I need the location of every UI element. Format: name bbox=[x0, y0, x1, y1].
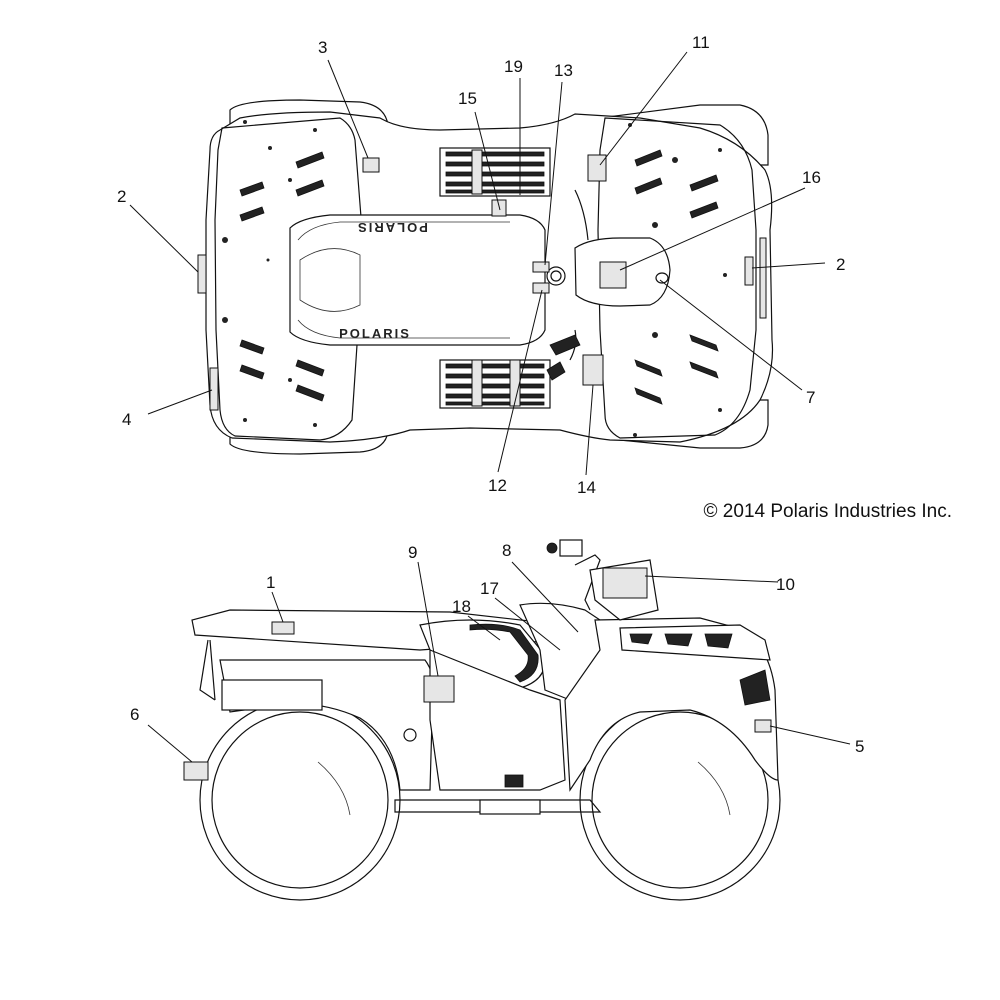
callout-15: 15 bbox=[458, 89, 477, 108]
callout-6: 6 bbox=[130, 705, 139, 724]
callout-10: 10 bbox=[776, 575, 795, 594]
callout-3: 3 bbox=[318, 38, 327, 57]
footrest-bottom bbox=[439, 359, 551, 409]
callout-5: 5 bbox=[855, 737, 864, 756]
callout-2-left: 2 bbox=[117, 187, 126, 206]
decal-3 bbox=[362, 157, 380, 173]
callout-17: 17 bbox=[480, 579, 499, 598]
decal-2-left bbox=[197, 254, 207, 294]
decal-1 bbox=[271, 621, 295, 635]
callout-1: 1 bbox=[266, 573, 275, 592]
callout-14: 14 bbox=[577, 478, 596, 497]
decal-4 bbox=[209, 367, 219, 411]
leader-lines bbox=[129, 51, 851, 763]
logo-text-upper: POLARIS bbox=[356, 220, 428, 235]
callout-7: 7 bbox=[806, 388, 815, 407]
decal-6 bbox=[183, 761, 209, 781]
decal-10 bbox=[602, 567, 648, 599]
decal-11 bbox=[587, 154, 607, 182]
callout-18: 18 bbox=[452, 597, 471, 616]
decal-2-right bbox=[744, 256, 754, 286]
callout-16: 16 bbox=[802, 168, 821, 187]
decal-13-a bbox=[532, 261, 550, 273]
callout-11: 11 bbox=[692, 33, 710, 52]
decal-5 bbox=[754, 719, 772, 733]
decal-14 bbox=[582, 354, 604, 386]
callout-13: 13 bbox=[554, 61, 573, 80]
decal-9 bbox=[423, 675, 455, 703]
callout-2-right: 2 bbox=[836, 255, 845, 274]
callout-labels: 3 2 4 15 19 13 11 16 2 7 12 14 1 9 8 17 … bbox=[117, 33, 864, 756]
atv-top-view: POLARIS POLARIS bbox=[197, 99, 774, 455]
callout-12: 12 bbox=[488, 476, 507, 495]
callout-4: 4 bbox=[122, 410, 131, 429]
callout-8: 8 bbox=[502, 541, 511, 560]
copyright-notice: © 2014 Polaris Industries Inc. bbox=[704, 501, 952, 522]
callout-9: 9 bbox=[408, 543, 417, 562]
atv-side-view bbox=[183, 539, 781, 901]
logo-text-lower: POLARIS bbox=[339, 326, 411, 341]
decal-13-b bbox=[532, 282, 550, 294]
callout-19: 19 bbox=[504, 57, 523, 76]
